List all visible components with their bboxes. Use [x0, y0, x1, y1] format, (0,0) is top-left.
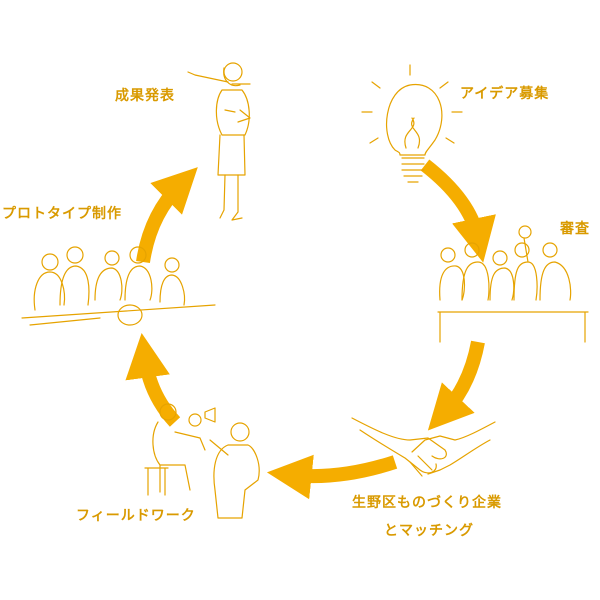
- arrow-idea-to-review: [420, 159, 496, 263]
- judges-icon: [437, 225, 589, 343]
- arrow-fieldwork-to-prototype: [125, 333, 181, 427]
- label-matching-line1: 生野区ものづくり企業: [352, 495, 502, 511]
- label-fieldwork: フィールドワーク: [76, 508, 196, 524]
- presenter-icon: [187, 62, 251, 221]
- arrow-matching-to-fieldwork: [266, 454, 398, 500]
- label-idea: アイデア募集: [460, 86, 550, 102]
- arrow-prototype-to-presentation: [136, 167, 198, 264]
- handshake-icon: [351, 417, 496, 477]
- label-prototype: プロトタイプ制作: [2, 206, 122, 222]
- team-meeting-icon: [21, 246, 216, 326]
- lightbulb-icon: [361, 64, 463, 183]
- label-matching-line2: とマッチング: [384, 523, 474, 539]
- label-review: 審査: [560, 221, 590, 237]
- fieldwork-icon: [144, 403, 260, 519]
- arrow-review-to-matching: [427, 340, 485, 431]
- label-presentation: 成果発表: [115, 88, 175, 104]
